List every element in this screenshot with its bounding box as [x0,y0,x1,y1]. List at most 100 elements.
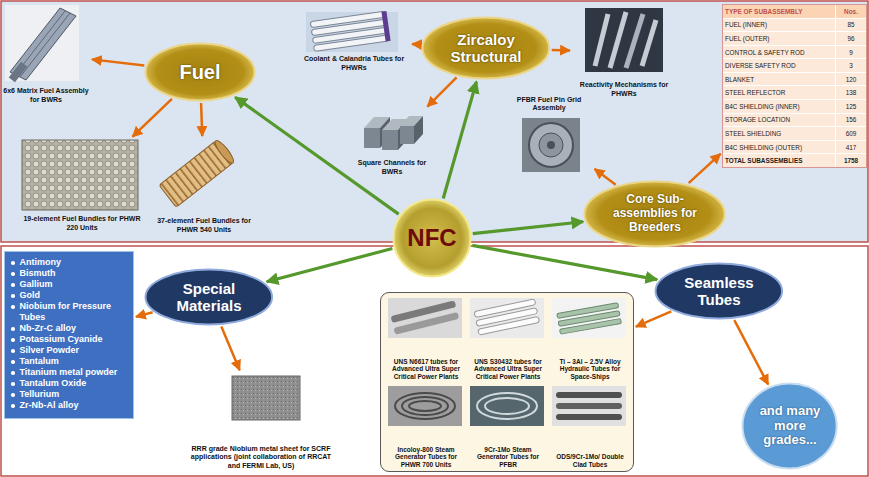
text-block: Core Sub-assemblies for Breeders [605,193,705,234]
list-item: Titanium metal powder [20,367,118,378]
table-cell: 85 [836,19,866,32]
list-item: Tantalum [20,356,59,367]
picture-caption-box: UNS N6617 tubes for Advanced Ultra Super… [387,297,465,381]
table-text: B4C SHIELDING (INNER) [725,103,800,110]
tube-box-ground [380,292,634,472]
bullet-dot [11,294,15,298]
picture-caption: UNS N6617 tubes for Advanced Ultra Super… [388,358,464,381]
category-label: NFC [407,224,456,252]
tube-picture [314,35,390,52]
table-cell: 138 [836,86,866,99]
bullet-dot [11,382,15,386]
caption-block: UNS N6617 tubes for Advanced Ultra Super… [387,358,465,381]
list-row: Zr-Nb-Al alloy [11,400,127,411]
caption-block: 19-element Fuel Bundles for PHWR 220 Uni… [18,215,146,232]
ellipse-shape [743,384,837,469]
bullet-dot [11,360,15,364]
list-row: Gold [11,290,127,301]
channel-picture [400,126,414,144]
tube-picture [556,414,622,420]
text-holder: NFC [392,198,472,278]
list-row: Tantalum Oxide [11,378,127,389]
table-cell: STEEL REFLECTOR [723,86,835,99]
list-item: Zr-Nb-Al alloy [20,400,79,411]
category-ellipse: Special Materials [144,268,274,326]
channel-picture [364,128,380,148]
table-text: 85 [847,21,854,28]
text-holder: Fuel [144,42,256,102]
category-ellipse: Seamless Tubes [654,262,784,320]
tube-picture [393,312,459,335]
caption-block: 37-element Fuel Bundles for PHWR 540 Uni… [148,217,260,234]
table-cell: Nos. [836,5,866,18]
text-block: Fuel [179,61,220,84]
text-holder: Core Sub-assemblies for Breeders [583,180,726,248]
category-label: Zircaloy Structural [441,31,531,66]
grid-hub [547,141,555,149]
table-cell: TOTAL SUBASSEMBLIES [723,154,835,167]
connector-arrow [221,326,239,370]
ellipse-shape [423,18,550,79]
text-block: Seamless Tubes [674,274,764,309]
table-cell: STEEL SHIELDING [723,127,835,140]
list-row: Silver Powder [11,345,127,356]
category-ellipse: Fuel [144,42,256,102]
list-row: Tellurium [11,389,127,400]
text-holder: Seamless Tubes [654,262,784,320]
picture-caption: Ti – 3Al – 2.5V Alloy Hydraulic Tubes fo… [552,358,628,381]
connector-arrow [636,311,671,326]
category-label: Core Sub-assemblies for Breeders [605,193,705,234]
data-table: TYPE OF SUBASSEMBLY Nos. FUEL (INNER) 85FUE… [722,4,867,168]
mechanism-rod [642,20,656,66]
picture-caption-box: 9Cr-1Mo Steam Generator Tubes for PFBR [469,385,547,469]
connector-arrow [443,82,476,199]
table-cell: 3 [836,59,866,72]
table-cell: STORAGE LOCATION [723,114,835,127]
coil-picture [395,393,455,419]
table-text: TYPE OF SUBASSEMBLY [725,8,803,15]
tube-picture [560,319,622,335]
table-cell: B4C SHIELDING (OUTER) [723,141,835,154]
list-item: Nb-Zr-C alloy [20,323,77,334]
list-row: Antimony [11,257,127,268]
caption-block: 9Cr-1Mo Steam Generator Tubes for PFBR [469,446,547,469]
ellipse-shape [146,44,255,101]
connector-arrow [689,154,721,183]
list-item: Antimony [20,257,62,268]
connector-arrow [133,99,172,137]
table-cell: FUEL (INNER) [723,19,835,32]
table-text: FUEL (OUTER) [725,35,770,42]
grid-ring [539,133,563,157]
ellipse-shape [656,264,783,319]
list-item: Tantalum Oxide [20,378,87,389]
connector-arrow [92,59,144,65]
bundle-end-plate [213,138,237,165]
caption-block: RRR grade Niobium metal sheet for SCRF a… [186,445,336,470]
picture-caption-box: Incoloy-800 Steam Generator Tubes for PH… [387,385,465,469]
list-row: Gallium [11,279,127,290]
picture-caption-box: PFBR Fuel Pin Grid Assembly [505,96,593,174]
bullet-dot [11,261,15,265]
bullet-dot [11,327,15,331]
picture-caption-box: 19-element Fuel Bundles for PHWR 220 Uni… [18,138,146,232]
table-text: FUEL (INNER) [725,21,767,28]
connector-arrow [595,169,616,185]
connector-arrow [552,49,570,52]
picture-caption: Coolant & Calandria Tubes for PHWRs [299,55,409,72]
table-text: 96 [847,35,854,42]
caption-block: Incoloy-800 Steam Generator Tubes for PH… [387,446,465,469]
fuel-bundle-picture [22,140,138,210]
text-block: Special Materials [164,280,254,315]
list-item: Silver Powder [20,345,80,356]
picture-caption-box: 6x6 Matrix Fuel Assembly for BWRs [2,4,90,104]
table-text: 417 [846,144,857,151]
picture-caption-box: 37-element Fuel Bundles for PHWR 540 Uni… [148,138,260,234]
list-item: Gallium [20,279,53,290]
picture-caption: 19-element Fuel Bundles for PHWR 220 Uni… [19,215,145,232]
picture-caption: 37-element Fuel Bundles for PHWR 540 Uni… [149,217,259,234]
table-cell: TYPE OF SUBASSEMBLY [723,5,835,18]
category-label: Fuel [179,61,220,84]
photo-ground [470,298,544,338]
fuel-tie-plate [9,62,28,83]
bullet-dot [11,371,15,375]
